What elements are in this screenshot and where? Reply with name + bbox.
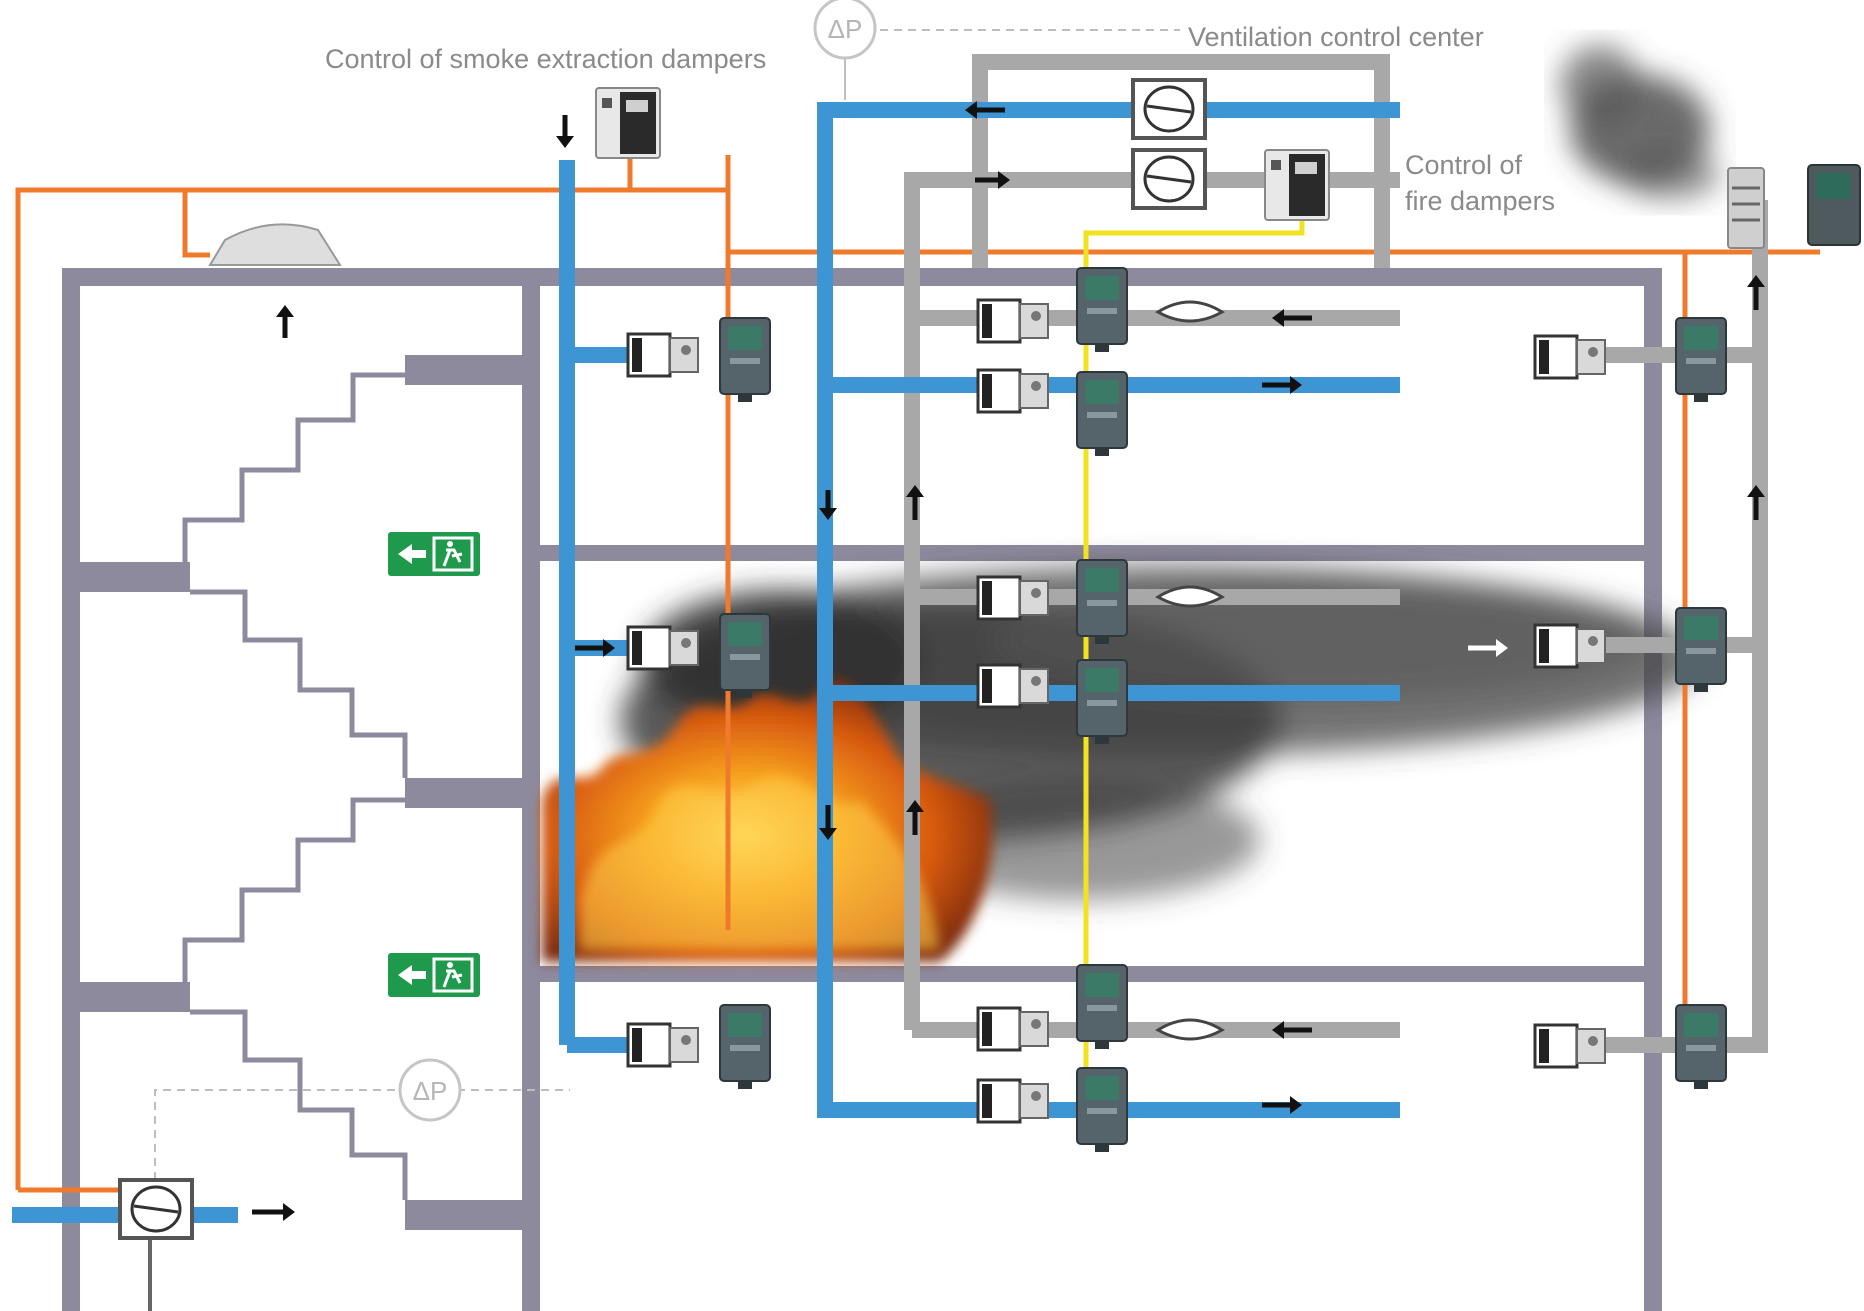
flow-arrow-icon [1747, 485, 1765, 520]
flow-arrow-icon [975, 171, 1010, 189]
damper-icon [976, 368, 1049, 414]
smoke-detector-icon [1155, 300, 1225, 1041]
damper-actuator-icon [1076, 371, 1128, 456]
damper-icon [976, 1078, 1049, 1124]
fire-icon [542, 679, 993, 962]
roof-vent-icon [208, 223, 342, 266]
flow-arrow-icon [1272, 309, 1312, 327]
damper-actuator-icon [1076, 1067, 1128, 1152]
damper-icon [976, 1006, 1049, 1052]
damper-icon [976, 663, 1049, 709]
flow-arrow-icon [965, 101, 1005, 119]
outside-smoke-cloud [1560, 45, 1720, 200]
dampers [626, 267, 1727, 1152]
flow-arrow-icon [575, 639, 615, 657]
damper-actuator-icon [719, 1004, 771, 1089]
pressure-sensor-bottom-label: ΔP [413, 1076, 448, 1106]
stairs [182, 372, 408, 1200]
emergency-exit-icon [388, 953, 480, 997]
emergency-exit-icon [388, 532, 480, 576]
damper-icon [626, 1022, 699, 1068]
flow-arrow-icon [906, 800, 924, 835]
fan-icon [1131, 78, 1207, 140]
flow-arrow-icon [819, 805, 837, 840]
fan-icon [1131, 148, 1207, 210]
control-module-icon [1727, 167, 1765, 249]
control-module-icon [1807, 164, 1861, 246]
fire-dampers-label-line2: fire dampers [1405, 186, 1556, 216]
flow-arrow-icon [252, 1203, 295, 1221]
flow-arrows [252, 101, 1765, 1221]
damper-icon [626, 332, 699, 378]
damper-actuator-icon [1675, 607, 1727, 692]
damper-actuator-icon [1076, 659, 1128, 744]
damper-icon [1533, 334, 1606, 380]
pressure-sensor-top-label: ΔP [828, 14, 863, 44]
flow-arrow-icon [1272, 1021, 1312, 1039]
damper-icon [1533, 1023, 1606, 1069]
damper-icon [1533, 623, 1606, 669]
fire-dampers-label-line1: Control of [1405, 150, 1523, 180]
control-module-icon [595, 87, 661, 159]
flow-arrow-icon [1262, 1096, 1302, 1114]
smoke-dampers-label: Control of smoke extraction dampers [325, 44, 767, 74]
damper-icon [976, 575, 1049, 621]
damper-icon [976, 298, 1049, 344]
ventilation-center-label: Ventilation control center [1188, 22, 1484, 52]
damper-actuator-icon [1076, 559, 1128, 644]
damper-actuator-icon [719, 317, 771, 402]
flow-arrow-icon [276, 305, 294, 338]
flow-arrow-icon [1262, 376, 1302, 394]
damper-actuator-icon [719, 613, 771, 698]
damper-actuator-icon [1076, 964, 1128, 1049]
fan-icon [118, 1178, 194, 1240]
flow-arrow-icon [906, 485, 924, 520]
flow-arrow-icon [556, 115, 574, 148]
damper-icon [626, 625, 699, 671]
control-module-icon [1264, 149, 1330, 221]
flow-arrow-icon [1747, 275, 1765, 310]
damper-actuator-icon [1076, 267, 1128, 352]
damper-actuator-icon [1675, 1004, 1727, 1089]
flow-arrow-icon [1468, 639, 1508, 657]
flow-arrow-icon [819, 490, 837, 520]
damper-actuator-icon [1675, 317, 1727, 402]
pressure-sensor-icon [813, 0, 877, 60]
pressure-sensor-icon [398, 1058, 462, 1122]
